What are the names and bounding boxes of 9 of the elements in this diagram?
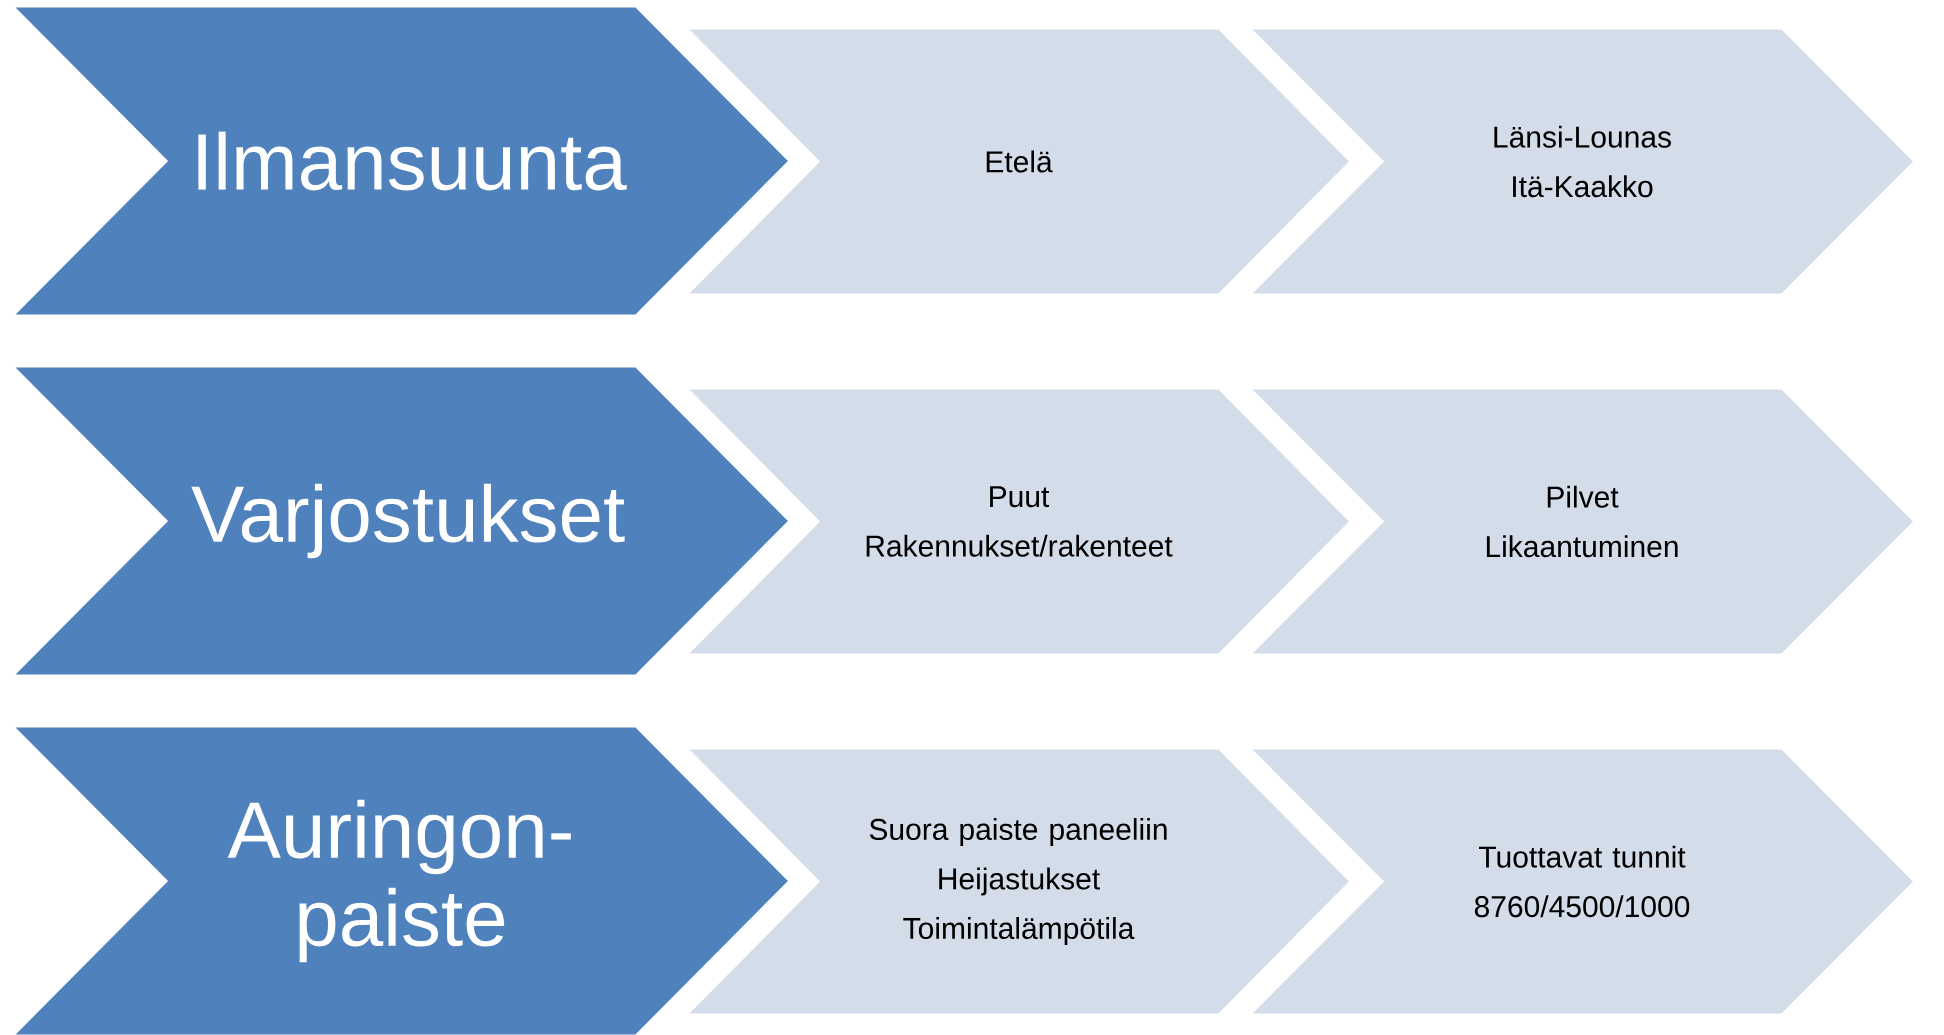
node-label: Tuottavat tunnit: [1479, 845, 1686, 868]
node-label: Länsi-Lounas: [1494, 125, 1671, 148]
node-label: Pilvet: [1547, 485, 1619, 508]
node-label: Toimintalämpötila: [903, 917, 1135, 945]
node-label: Likaantuminen: [1486, 535, 1678, 558]
node-label: 8760/4500/1000: [1474, 895, 1690, 918]
node-label: Heijastukset: [939, 867, 1100, 896]
node-label: Suora paiste paneeliin: [869, 818, 1167, 846]
node-label: Itä-Kaakko: [1513, 175, 1653, 198]
